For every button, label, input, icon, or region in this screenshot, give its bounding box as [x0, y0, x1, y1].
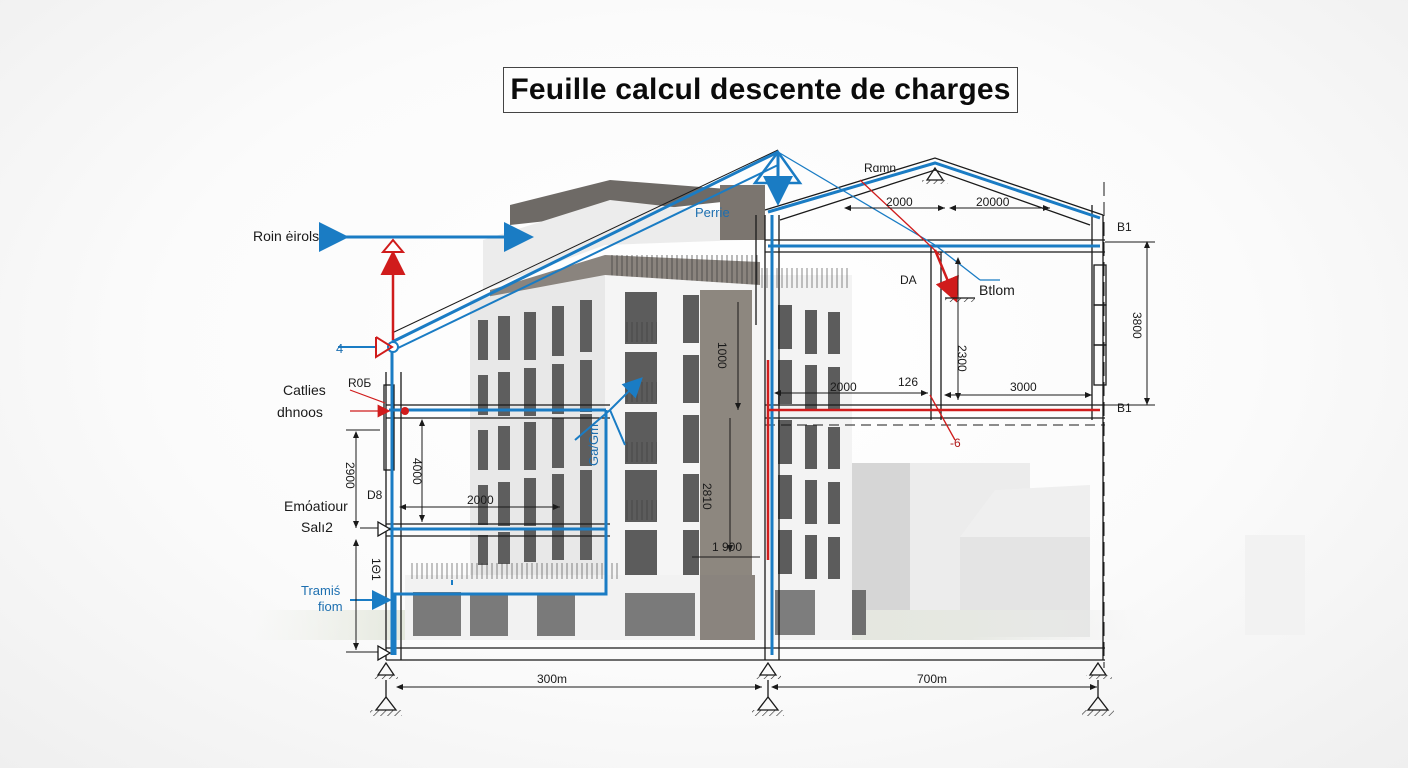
supports	[370, 166, 1114, 716]
label-btiom: Btlom	[979, 282, 1015, 298]
support-hall-ground	[945, 297, 975, 302]
label-dhnoos: dhnoos	[277, 404, 323, 420]
support-right-upper	[1086, 661, 1112, 679]
dim-hall-height-right: 3800	[1130, 312, 1144, 339]
support-left-lower	[370, 680, 402, 716]
dim-left-col-h1: 2900	[343, 462, 357, 489]
dim-base-right: 700m	[917, 672, 947, 686]
dim-left-beam: 2000	[467, 493, 494, 507]
label-minus-6: -6	[950, 436, 961, 450]
label-fiom: fiom	[318, 599, 343, 614]
dim-roof-left: 2000	[886, 195, 913, 209]
building-render	[405, 180, 866, 640]
dim-floor-span: 2000	[830, 380, 857, 394]
dim-blue-column: Ga/Gm	[586, 424, 601, 466]
label-support-marker: 4	[336, 341, 343, 356]
dim-left-low: 1Θ1	[369, 558, 383, 581]
label-sal2: Salı2	[301, 519, 333, 535]
label-emoatiour: Emόatiour	[284, 498, 348, 514]
label-perrie: Perrie	[695, 205, 730, 220]
labels: Roin ėirols 4 Catlies R0Б dhnoos Emόatio…	[253, 161, 1144, 686]
dim-hall-span: 3000	[1010, 380, 1037, 394]
label-roof-loads: Roin ėirols	[253, 228, 319, 244]
support-left-upper	[374, 661, 398, 679]
dim-roof-right: 20000	[976, 195, 1010, 209]
title-box: Feuille calcul descente de charges	[503, 67, 1018, 113]
label-rob: R0Б	[348, 376, 371, 390]
label-rgmn: Rɑmn	[864, 161, 896, 175]
label-da: DA	[900, 273, 917, 287]
support-mid-upper	[755, 661, 781, 679]
label-b1-top: B1	[1117, 220, 1132, 234]
dim-base-left: 300m	[537, 672, 567, 686]
support-mid-lower	[752, 680, 784, 716]
dim-tower-h2: 2810	[700, 483, 714, 510]
label-tramis: Tramiś	[301, 583, 341, 598]
dim-left-col-h2: 4000	[410, 458, 424, 485]
dim-hall-height-left: 2300	[955, 345, 969, 372]
support-right-lower	[1082, 680, 1114, 716]
label-castles: Catlies	[283, 382, 326, 398]
support-roof-apex	[922, 166, 948, 184]
dimension-lines	[346, 205, 1155, 690]
label-d8: D8	[367, 488, 383, 502]
label-126: 126	[898, 375, 918, 389]
dim-tower-h1: 1000	[715, 342, 729, 369]
label-b1-bottom: B1	[1117, 401, 1132, 415]
red-load-path	[349, 179, 1100, 560]
page-title: Feuille calcul descente de charges	[510, 73, 1011, 106]
dim-tower-h3: 1 900	[712, 540, 742, 554]
